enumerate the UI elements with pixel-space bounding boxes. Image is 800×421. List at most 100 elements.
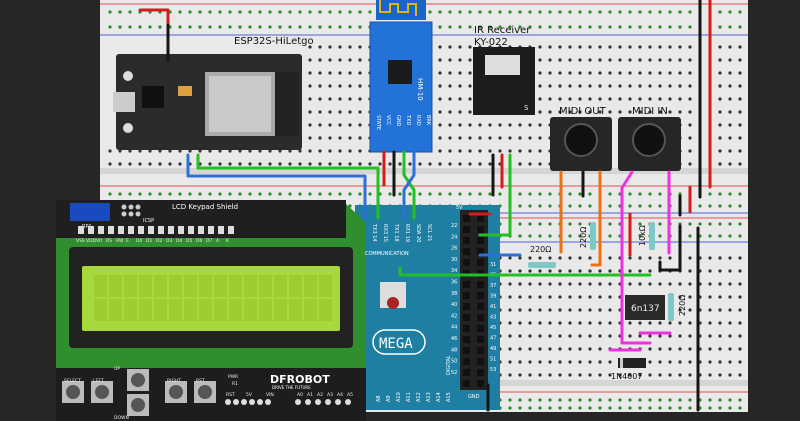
keypad-button-rst[interactable]: RST	[194, 378, 216, 403]
breadboard-hole	[728, 10, 732, 14]
lcd-pin-label: K	[226, 238, 230, 244]
wire-orange[interactable]	[590, 170, 602, 267]
breadboard-hole	[728, 282, 732, 286]
midi-out-connector[interactable]: MIDI OUT	[550, 106, 612, 171]
breadboard-hole	[308, 10, 312, 14]
breadboard-hole	[548, 58, 552, 62]
breadboard-hole	[378, 162, 382, 166]
breadboard-hole	[578, 97, 582, 101]
digital-pin-label: 44	[451, 325, 457, 331]
esp32-module[interactable]: ESP32S-HiLetgo	[113, 36, 314, 150]
wire-blue[interactable]	[402, 150, 416, 220]
header-pin	[477, 259, 484, 266]
keypad-button-right[interactable]: RIGHT	[165, 378, 187, 403]
breadboard-hole	[628, 256, 632, 260]
lcd-cell	[274, 275, 287, 297]
ir-receiver[interactable]: IR Receiver KY-022 S	[473, 25, 535, 115]
keypad-button-up[interactable]: UP	[114, 366, 149, 391]
breadboard-hole	[218, 162, 222, 166]
breadboard-hole	[648, 71, 652, 75]
breadboard-hole	[528, 234, 532, 238]
breadboard-hole	[528, 398, 532, 402]
breadboard-hole	[708, 234, 712, 238]
breadboard-hole	[168, 149, 172, 153]
breadboard-hole	[608, 58, 612, 62]
button-cap	[198, 385, 212, 399]
header-pin	[345, 399, 351, 405]
lcd-cell	[289, 299, 302, 321]
resistor-r4[interactable]: 220Ω	[668, 293, 687, 321]
breadboard-hole	[258, 149, 262, 153]
keypad-button-down[interactable]: DOWN	[114, 394, 149, 421]
lcd-cell	[304, 275, 317, 297]
breadboard-hole	[618, 84, 622, 88]
breadboard-hole	[688, 45, 692, 49]
breadboard-hole	[608, 10, 612, 14]
keypad-button-select[interactable]: SELECT	[62, 378, 84, 403]
breadboard-hole	[368, 10, 372, 14]
breadboard-hole	[538, 269, 542, 273]
breadboard-hole	[458, 149, 462, 153]
wire-blue[interactable]	[186, 153, 367, 220]
breadboard-hole	[538, 373, 542, 377]
arduino-mega[interactable]: MEGA COMMUNICATION DIGITAL GND 5V TX3 14…	[355, 205, 500, 410]
breadboard-hole	[488, 123, 492, 127]
breadboard-hole	[338, 45, 342, 49]
wire-black[interactable]	[658, 224, 682, 272]
breadboard-hole	[738, 97, 742, 101]
breadboard-hole	[318, 58, 322, 62]
resistor-r1[interactable]: 220Ω	[528, 245, 556, 268]
lcd-cell	[109, 299, 122, 321]
breadboard-hole	[468, 97, 472, 101]
breadboard-hole	[648, 45, 652, 49]
lcd-pin-label: RW	[116, 238, 124, 244]
breadboard-hole	[608, 308, 612, 312]
breadboard-hole	[628, 398, 632, 402]
resistor-r3[interactable]: 10kΩ	[638, 222, 655, 250]
breadboard-hole	[638, 234, 642, 238]
midi-in-connector[interactable]: MIDI IN	[618, 106, 681, 171]
breadboard-hole	[618, 398, 622, 402]
breadboard-hole	[688, 282, 692, 286]
breadboard-hole	[338, 58, 342, 62]
breadboard-hole	[518, 295, 522, 299]
header-pin	[463, 281, 470, 288]
breadboard-hole	[718, 347, 722, 351]
header-pin	[477, 248, 484, 255]
hm10-pin-label: GND	[395, 115, 401, 127]
breadboard-hole	[638, 58, 642, 62]
breadboard-hole	[538, 84, 542, 88]
breadboard-hole	[628, 84, 632, 88]
header-pin	[477, 215, 484, 222]
wire-green[interactable]	[196, 153, 380, 220]
breadboard-hole	[528, 282, 532, 286]
pwr-label: PWR	[228, 374, 238, 380]
resistor-r2[interactable]: 220Ω	[579, 222, 596, 250]
wire-magenta[interactable]	[620, 170, 652, 345]
breadboard-hole	[418, 192, 422, 196]
breadboard-hole	[328, 149, 332, 153]
breadboard-hole	[468, 123, 472, 127]
keypad-button-left[interactable]: LEFT	[91, 378, 113, 403]
breadboard-hole	[608, 45, 612, 49]
breadboard-hole	[708, 406, 712, 410]
breadboard-hole	[518, 321, 522, 325]
breadboard-hole	[508, 256, 512, 260]
breadboard-hole	[348, 110, 352, 114]
breadboard-hole	[538, 10, 542, 14]
breadboard-hole	[548, 97, 552, 101]
optocoupler-6n137[interactable]: 6n137	[625, 295, 665, 320]
breadboard-hole	[558, 10, 562, 14]
header-pin	[463, 380, 470, 387]
breadboard-hole	[718, 373, 722, 377]
breadboard-hole	[518, 136, 522, 140]
breadboard-hole	[648, 282, 652, 286]
wire-green[interactable]	[478, 153, 512, 237]
dfrobot-tagline: DRIVE THE FUTURE	[272, 385, 311, 390]
breadboard-hole	[128, 10, 132, 14]
breadboard-hole	[708, 321, 712, 325]
wire-green[interactable]	[398, 266, 652, 277]
diode-1n4007[interactable]: 1N4007	[611, 358, 646, 381]
